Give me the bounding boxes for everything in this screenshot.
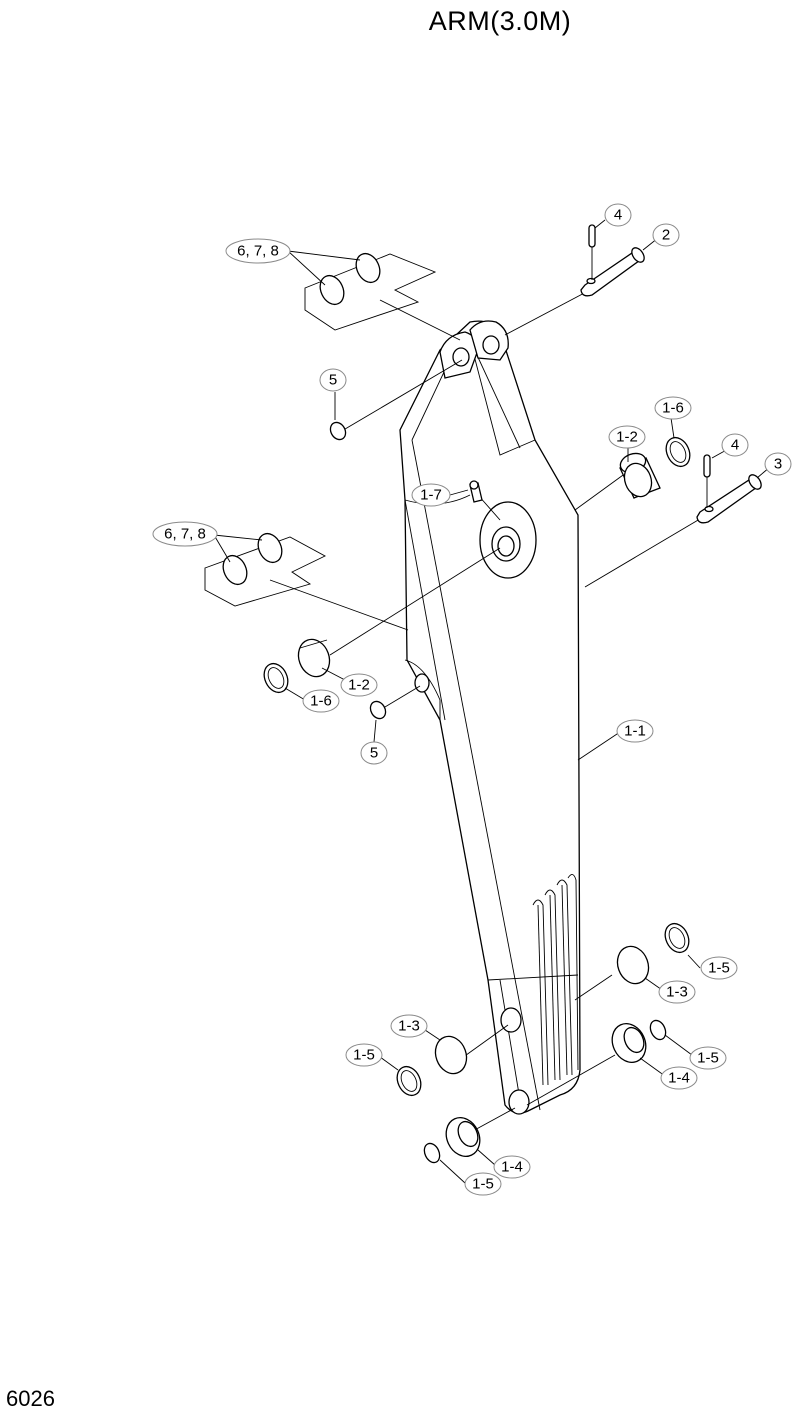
pin-2 bbox=[580, 247, 645, 297]
callout-1-3a: 1-3 bbox=[658, 980, 696, 1004]
svg-text:1-5: 1-5 bbox=[353, 1047, 375, 1064]
svg-text:5: 5 bbox=[370, 745, 378, 762]
seal-1-6a bbox=[665, 436, 691, 468]
leader-lines bbox=[269, 289, 711, 1139]
svg-text:6, 7, 8: 6, 7, 8 bbox=[164, 526, 206, 543]
svg-text:1-2: 1-2 bbox=[348, 677, 370, 694]
callout-4a: 4 bbox=[604, 203, 632, 227]
callout-1-6b: 1-6 bbox=[302, 689, 340, 713]
snap-ring-5a bbox=[329, 421, 347, 441]
callout-1-4b: 1-4 bbox=[493, 1155, 531, 1179]
bushing-1-3b bbox=[434, 1035, 468, 1075]
callout-1-1: 1-1 bbox=[616, 719, 654, 743]
callout-1-5d: 1-5 bbox=[464, 1172, 502, 1196]
callout-1-2a: 1-2 bbox=[608, 425, 646, 449]
callout-1-6a: 1-6 bbox=[654, 396, 692, 420]
svg-text:1-6: 1-6 bbox=[310, 693, 332, 710]
callout-1-7: 1-7 bbox=[411, 483, 451, 507]
svg-text:1-5: 1-5 bbox=[697, 1050, 719, 1067]
svg-text:1-1: 1-1 bbox=[624, 723, 646, 740]
svg-text:1-4: 1-4 bbox=[501, 1159, 523, 1176]
bushing-1-2a bbox=[619, 452, 661, 499]
svg-text:5: 5 bbox=[329, 372, 337, 389]
shim-group-b bbox=[204, 532, 326, 607]
svg-text:6, 7, 8: 6, 7, 8 bbox=[237, 243, 279, 260]
svg-text:1-4: 1-4 bbox=[668, 1070, 690, 1087]
callout-1-4a: 1-4 bbox=[660, 1066, 698, 1090]
arm-body bbox=[399, 320, 581, 1115]
callout-labels: 4 2 6, 7, 8 5 1-6 1-2 4 3 1-7 6, 7, 8 1-… bbox=[152, 203, 792, 1196]
snap-ring-5b bbox=[369, 700, 387, 720]
flange-bushing-1-4b bbox=[445, 1117, 481, 1157]
callout-2: 2 bbox=[652, 223, 680, 247]
svg-text:1-2: 1-2 bbox=[616, 429, 638, 446]
callout-5a: 5 bbox=[319, 368, 347, 392]
svg-text:1-5: 1-5 bbox=[708, 960, 730, 977]
grease-nipple-1-7 bbox=[469, 480, 483, 503]
svg-text:1-7: 1-7 bbox=[420, 487, 442, 504]
svg-text:1-5: 1-5 bbox=[472, 1176, 494, 1193]
svg-text:2: 2 bbox=[662, 227, 670, 244]
seal-1-5a bbox=[664, 922, 690, 954]
callout-5b: 5 bbox=[360, 741, 388, 765]
pin-3 bbox=[696, 474, 762, 524]
svg-text:4: 4 bbox=[614, 207, 622, 224]
svg-text:4: 4 bbox=[731, 437, 739, 454]
svg-text:1-6: 1-6 bbox=[662, 400, 684, 417]
callout-4b: 4 bbox=[721, 433, 749, 457]
seal-1-5b bbox=[396, 1065, 422, 1097]
callout-6-7-8a: 6, 7, 8 bbox=[225, 238, 291, 264]
callout-6-7-8b: 6, 7, 8 bbox=[152, 521, 218, 547]
seal-1-5d bbox=[423, 1142, 441, 1164]
flange-bushing-1-4a bbox=[611, 1023, 647, 1063]
shim-group-a bbox=[304, 252, 437, 331]
callout-3: 3 bbox=[764, 452, 792, 476]
page-number: 6026 bbox=[6, 1386, 55, 1411]
diagram-title: ARM(3.0M) bbox=[428, 6, 572, 36]
callout-1-5b: 1-5 bbox=[345, 1043, 383, 1067]
callout-1-3b: 1-3 bbox=[390, 1014, 428, 1038]
seal-1-5c bbox=[649, 1019, 667, 1041]
callout-1-5a: 1-5 bbox=[700, 956, 738, 980]
callout-1-2b: 1-2 bbox=[340, 673, 378, 697]
lock-pin-4b bbox=[703, 454, 711, 478]
lock-pin-4a bbox=[588, 224, 596, 248]
seal-1-6b bbox=[263, 662, 289, 694]
svg-text:1-3: 1-3 bbox=[398, 1018, 420, 1035]
callout-1-5c: 1-5 bbox=[689, 1046, 727, 1070]
svg-text:3: 3 bbox=[774, 456, 782, 473]
bushing-1-3a bbox=[616, 945, 650, 985]
svg-text:1-3: 1-3 bbox=[666, 984, 688, 1001]
bushing-1-2b bbox=[297, 638, 331, 678]
